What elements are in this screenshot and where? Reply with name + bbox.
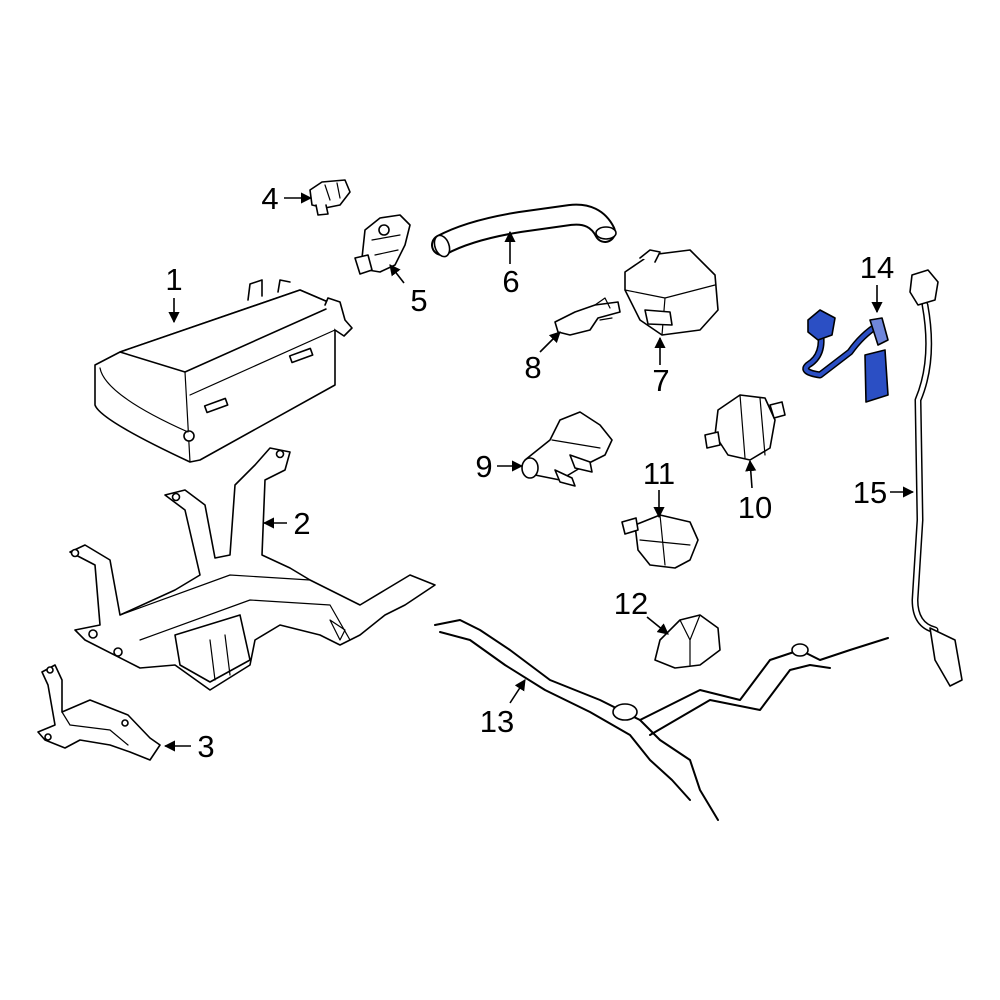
part-12-bracket[interactable] (654, 614, 721, 669)
part-15-o2-sensor[interactable] (909, 269, 963, 687)
callout-2: 2 (293, 506, 310, 541)
callout-15: 15 (853, 475, 887, 510)
callout-9: 9 (475, 449, 492, 484)
part-14-o2-sensor[interactable] (802, 309, 889, 403)
part-9-solenoid[interactable] (521, 411, 613, 487)
callout-1: 1 (165, 262, 182, 297)
part-4-clip[interactable] (309, 179, 351, 216)
part-2-bracket[interactable] (69, 447, 436, 691)
callout-8: 8 (524, 350, 541, 385)
part-1-canister[interactable] (94, 279, 353, 463)
callout-3: 3 (197, 729, 214, 764)
part-11-sensor[interactable] (621, 514, 699, 569)
callout-13: 13 (480, 704, 514, 739)
part-10-filter[interactable] (704, 394, 786, 461)
callout-12: 12 (614, 586, 648, 621)
part-5-valve[interactable] (354, 214, 411, 275)
callout-11: 11 (643, 456, 675, 491)
part-6-hose[interactable] (431, 203, 617, 259)
callout-labels: 1 2 3 4 5 6 7 8 9 10 11 12 13 14 15 (165, 181, 894, 764)
callout-7: 7 (652, 363, 669, 398)
callout-5: 5 (410, 283, 427, 318)
callout-14: 14 (860, 250, 894, 285)
callout-10: 10 (738, 490, 772, 525)
part-13-harness[interactable] (434, 619, 889, 821)
callout-6: 6 (502, 264, 519, 299)
callout-4: 4 (261, 181, 278, 216)
part-3-bracket[interactable] (37, 664, 161, 761)
leader-lines (163, 192, 915, 752)
part-7-module[interactable] (624, 249, 719, 336)
part-8-clip[interactable] (554, 297, 621, 336)
